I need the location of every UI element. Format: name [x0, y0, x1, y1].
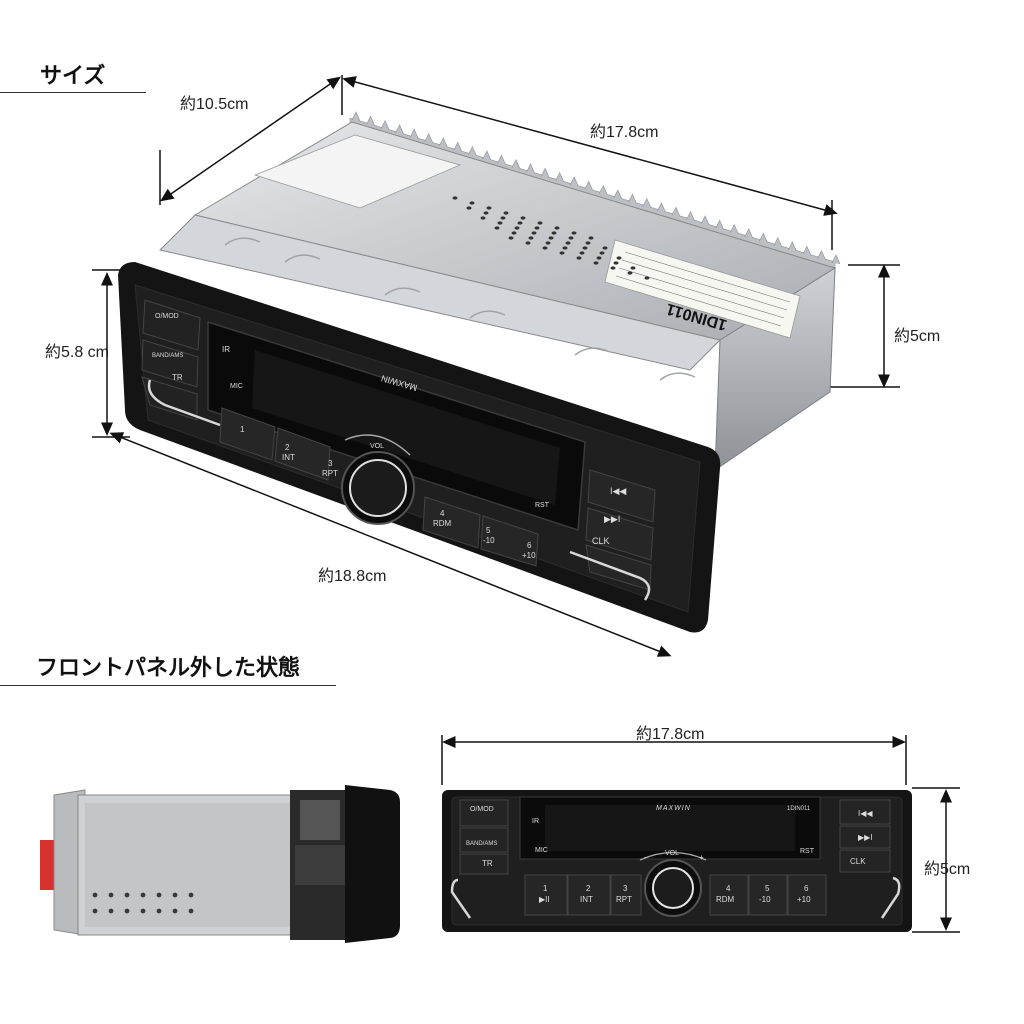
size-heading-underline [0, 92, 146, 93]
height-left-dimension-label: 約5.8 cm [44, 344, 110, 361]
height-right-arrow-icon [830, 264, 900, 388]
svg-text:4: 4 [726, 884, 731, 893]
embossed-ribs [224, 237, 696, 381]
size-heading: サイズ [40, 63, 106, 89]
chassis-side [714, 267, 836, 471]
front-width-arrow-icon [109, 432, 672, 657]
depth-arrow-icon [159, 75, 343, 205]
svg-text:VOL: VOL [370, 443, 384, 450]
svg-text:5: 5 [486, 526, 491, 535]
side-vent-holes [92, 892, 194, 914]
svg-text:+10: +10 [797, 895, 811, 904]
svg-text:INT: INT [580, 895, 593, 904]
schematic-label [253, 134, 462, 209]
svg-text:TR: TR [172, 373, 183, 382]
red-connector [40, 840, 54, 890]
svg-text:2: 2 [586, 884, 591, 893]
svg-text:I◀◀: I◀◀ [610, 486, 626, 496]
vent-holes [452, 196, 650, 280]
svg-text:IR: IR [532, 818, 539, 825]
svg-text:1DIN011: 1DIN011 [787, 806, 811, 812]
svg-text:-10: -10 [759, 895, 771, 904]
svg-text:3: 3 [623, 884, 628, 893]
svg-text:O/MOD: O/MOD [155, 313, 179, 320]
front-panel-heading: フロントパネル外した状態 [36, 655, 301, 681]
svg-text:−: − [644, 853, 649, 862]
svg-text:IR: IR [222, 345, 230, 354]
svg-text:RST: RST [535, 502, 550, 509]
svg-text:TR: TR [482, 859, 493, 868]
svg-text:RPT: RPT [322, 469, 338, 478]
svg-text:2: 2 [285, 443, 290, 452]
svg-text:RDM: RDM [433, 519, 452, 528]
svg-text:BAND/AMS: BAND/AMS [466, 841, 497, 847]
svg-text:+: + [699, 853, 704, 862]
front-panel-3d: O/MOD BAND/AMS TR IR MIC VOL RST CLK 1 2… [118, 262, 721, 633]
svg-text:-10: -10 [483, 536, 495, 545]
svg-text:3: 3 [328, 459, 333, 468]
width-top-arrow-icon [342, 76, 838, 250]
svg-text:▶▶I: ▶▶I [858, 833, 873, 842]
svg-text:BAND/AMS: BAND/AMS [152, 353, 183, 359]
front-panel-flat: O/MOD BAND/AMS TR IR MIC MAXWIN 1DIN011 … [442, 790, 912, 932]
svg-text:RST: RST [800, 848, 815, 855]
svg-text:4: 4 [440, 509, 445, 518]
svg-text:▶II: ▶II [539, 895, 550, 904]
svg-text:CLK: CLK [850, 857, 866, 866]
svg-text:MAXWIN: MAXWIN [656, 805, 691, 812]
svg-text:CLK: CLK [592, 536, 610, 546]
svg-text:6: 6 [527, 541, 532, 550]
svg-text:VOL: VOL [665, 850, 679, 857]
svg-text:5: 5 [765, 884, 770, 893]
height-right-dimension-label: 約5cm [894, 328, 941, 345]
svg-text:INT: INT [282, 453, 295, 462]
front-panel-heading-underline [0, 685, 336, 686]
svg-text:I◀◀: I◀◀ [858, 809, 873, 818]
unit-without-panel [40, 785, 400, 943]
svg-text:▶▶I: ▶▶I [604, 514, 620, 524]
svg-text:1: 1 [543, 884, 548, 893]
bottom-width-arrow-icon [441, 735, 907, 785]
svg-text:1: 1 [240, 425, 245, 434]
svg-text:O/MOD: O/MOD [470, 806, 494, 813]
bottom-height-arrow-icon [912, 787, 960, 933]
svg-text:RDM: RDM [716, 895, 735, 904]
svg-text:RPT: RPT [616, 895, 632, 904]
svg-text:MIC: MIC [230, 383, 243, 390]
svg-text:+10: +10 [522, 551, 536, 560]
svg-text:6: 6 [804, 884, 809, 893]
svg-text:MIC: MIC [535, 847, 548, 854]
